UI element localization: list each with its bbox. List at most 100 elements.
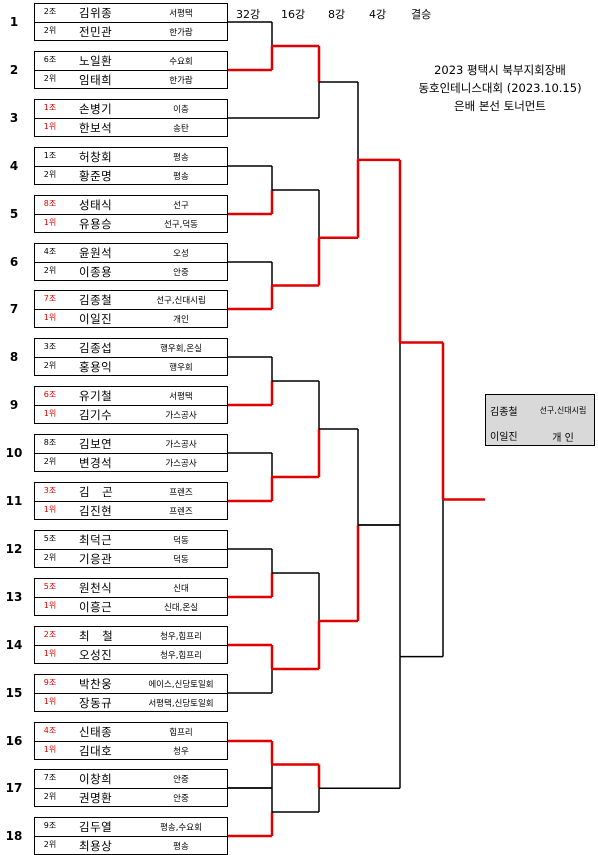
group-rank: 1조 (43, 103, 57, 112)
player-club: 평송 (173, 172, 189, 182)
player-club: 행우회 (169, 363, 193, 373)
player-club: 오성 (173, 249, 189, 259)
entry-seed: 5 (9, 207, 19, 221)
player-club: 한가람 (169, 76, 193, 86)
round-header-8: 8강 (328, 8, 346, 21)
winner-club-1: 선구,신대시립 (539, 406, 587, 415)
player-club: 덕동 (173, 536, 189, 546)
player-name: 변경석 (79, 456, 113, 470)
group-rank: 5조 (43, 534, 57, 543)
player-name: 김위종 (79, 6, 113, 20)
entry-seed: 13 (5, 590, 23, 604)
group-rank: 2위 (43, 74, 57, 83)
player-name: 김두열 (79, 820, 113, 834)
group-rank: 1위 (43, 409, 57, 418)
player-name: 김대호 (79, 744, 113, 758)
player-name: 최 철 (79, 629, 114, 643)
player-name: 장동규 (79, 696, 113, 710)
player-club: 청우 (173, 747, 189, 757)
player-club: 안중 (173, 794, 189, 804)
group-rank: 1위 (43, 697, 57, 706)
group-rank: 9조 (43, 821, 57, 830)
group-rank: 1조 (43, 151, 57, 160)
player-club: 가스공사 (165, 440, 197, 450)
entry-seed: 14 (5, 638, 23, 652)
group-rank: 9조 (43, 678, 57, 687)
group-rank: 1위 (43, 745, 57, 754)
player-club: 덕동 (173, 555, 189, 565)
player-club: 선구 (173, 201, 189, 211)
group-rank: 6조 (43, 390, 57, 399)
player-club: 선구,신대시립 (156, 296, 206, 306)
group-rank: 4조 (43, 247, 57, 256)
player-name: 기응관 (79, 552, 113, 566)
entry-seed: 7 (9, 302, 19, 316)
group-rank: 3조 (43, 342, 57, 351)
group-rank: 2위 (43, 840, 57, 849)
player-club: 개인 (173, 315, 189, 325)
group-rank: 4조 (43, 726, 57, 735)
player-club: 가스공사 (165, 459, 197, 469)
entry-seed: 10 (5, 446, 23, 460)
entry-seed: 9 (9, 398, 19, 412)
player-name: 이종용 (79, 265, 113, 279)
group-rank: 1위 (43, 601, 57, 610)
group-rank: 7조 (43, 294, 57, 303)
player-name: 홍용익 (79, 360, 113, 374)
player-name: 성태식 (79, 198, 113, 212)
group-rank: 7조 (43, 773, 57, 782)
player-row: 3조 김종섭 행우회,온실 (35, 339, 227, 357)
group-rank: 1위 (43, 505, 57, 514)
tournament-title-line1: 2023 평택시 북부지회장배 (434, 63, 566, 77)
group-rank: 2위 (43, 553, 57, 562)
group-rank: 2위 (43, 457, 57, 466)
player-club: 이충 (173, 105, 189, 115)
player-name: 이일진 (79, 312, 113, 326)
player-club: 서평택 (169, 9, 193, 19)
player-club: 행우회,온실 (160, 344, 202, 354)
player-name: 노일환 (79, 54, 113, 68)
player-name: 전민관 (79, 25, 113, 39)
player-row: 4조 윤원석 오성 (35, 244, 227, 262)
group-rank: 8조 (43, 199, 57, 208)
player-row: 9조 김두열 평송,수요회 (35, 818, 227, 836)
group-rank: 2조 (43, 630, 57, 639)
player-club: 안중 (173, 268, 189, 278)
group-rank: 6조 (43, 55, 57, 64)
player-name: 김종섭 (79, 341, 113, 355)
player-club: 송탄 (173, 124, 189, 134)
group-rank: 2위 (43, 26, 57, 35)
group-rank: 1위 (43, 649, 57, 658)
entry-seed: 15 (5, 686, 23, 700)
player-name: 최용상 (79, 839, 113, 853)
player-club: 평송,수요회 (160, 823, 202, 833)
entry-seed: 17 (5, 781, 23, 795)
player-name: 윤원석 (79, 246, 113, 260)
entry-seed: 11 (5, 494, 23, 508)
player-club: 평송 (173, 842, 189, 852)
